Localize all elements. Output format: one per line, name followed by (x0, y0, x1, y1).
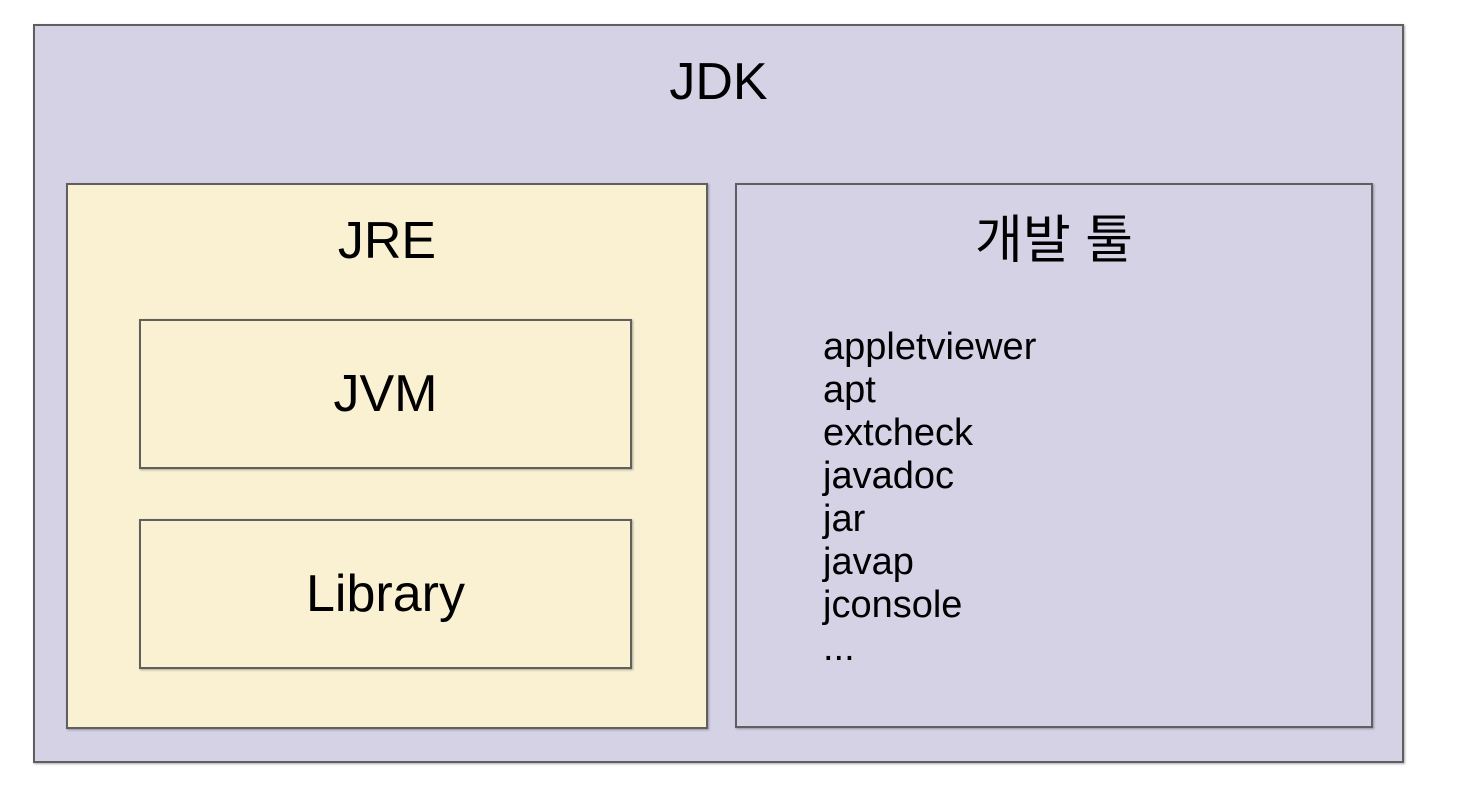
library-box: Library (139, 519, 632, 669)
library-label: Library (306, 565, 465, 623)
jvm-box: JVM (139, 319, 632, 469)
devtools-box: 개발 툴 appletviewer apt extcheck javadoc j… (735, 183, 1373, 728)
tool-item-javadoc: javadoc (823, 455, 954, 497)
devtools-list: appletviewer apt extcheck javadoc jar ja… (823, 326, 1036, 670)
jvm-label: JVM (333, 365, 438, 423)
jdk-box: JDK JRE JVM Library 개발 툴 appletviewer ap… (33, 24, 1404, 763)
tool-item-apt: apt (823, 369, 876, 411)
devtools-title: 개발 툴 (975, 212, 1133, 270)
jre-title: JRE (337, 212, 437, 270)
tool-item-javap: javap (823, 541, 914, 583)
tool-item-ellipsis: ... (823, 627, 855, 669)
jre-box: JRE JVM Library (66, 183, 708, 729)
tool-item-jconsole: jconsole (823, 584, 963, 626)
tool-item-jar: jar (823, 498, 866, 540)
tool-item-appletviewer: appletviewer (823, 326, 1037, 368)
tool-item-extcheck: extcheck (823, 412, 973, 454)
jdk-title: JDK (669, 53, 768, 111)
